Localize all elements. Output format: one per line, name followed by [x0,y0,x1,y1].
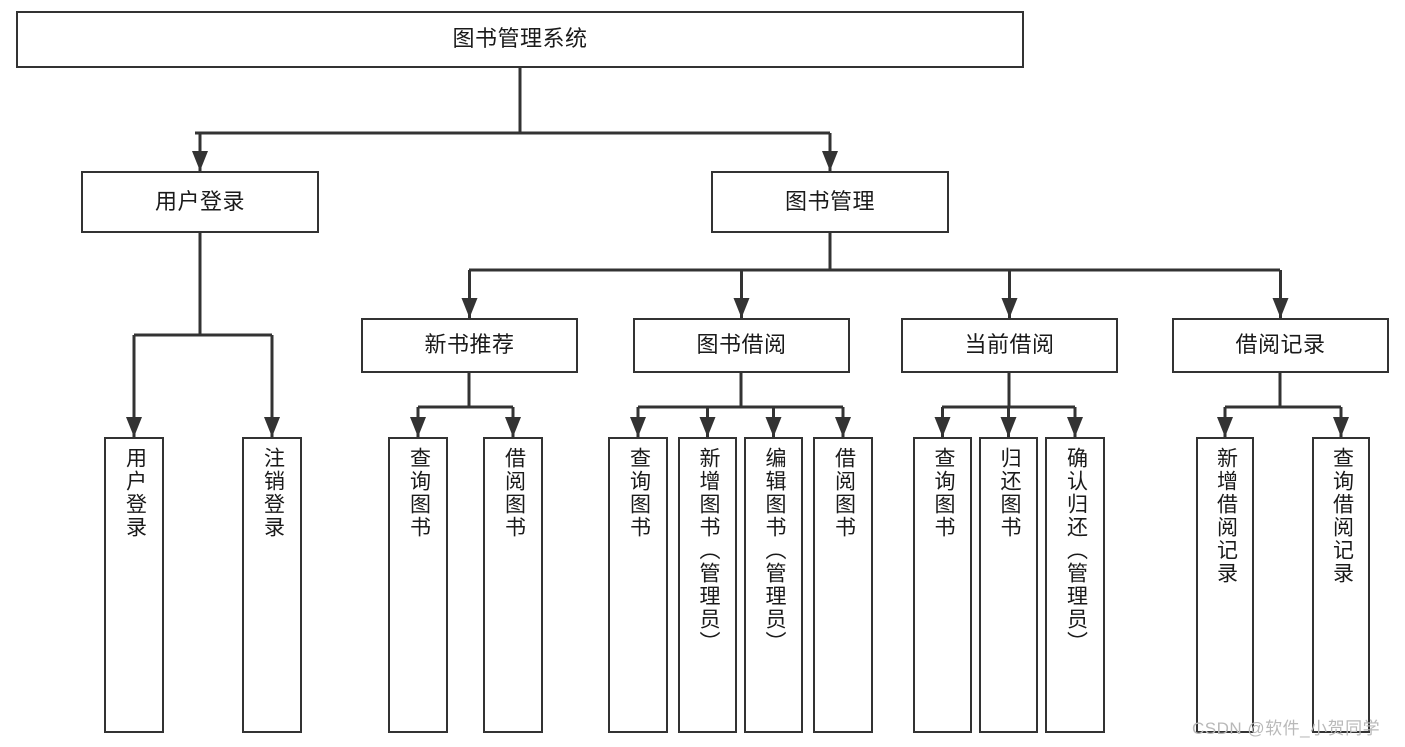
arrowhead-icon [410,417,426,437]
leaf-leaf-confirm-return: 确认归还（管理员） [1045,437,1105,733]
leaf-leaf-query-borrow-record: 查询借阅记录 [1312,437,1370,733]
arrowhead-icon [505,417,521,437]
node-label: 查询借阅记录 [1330,447,1354,585]
leaf-leaf-add-borrow-record: 新增借阅记录 [1196,437,1254,733]
arrowhead-icon [1217,417,1233,437]
node-current-borrow: 当前借阅 [901,318,1118,373]
node-borrow-record: 借阅记录 [1172,318,1389,373]
leaf-leaf-user-login: 用户登录 [104,437,164,733]
node-label: 查询图书 [407,447,431,539]
node-label: 图书借阅 [696,332,787,358]
node-label: 借阅图书 [502,447,526,539]
node-book-manage: 图书管理 [711,171,949,233]
arrowhead-icon [264,417,280,437]
arrowhead-icon [733,298,750,318]
node-label: 图书管理系统 [452,26,588,52]
node-label: 查询图书 [627,447,651,539]
arrowhead-icon [630,417,646,437]
node-label: 图书管理 [784,188,875,214]
node-label: 归还图书 [997,447,1021,539]
leaf-leaf-logout-login: 注销登录 [242,437,302,733]
node-user-login: 用户登录 [81,171,319,233]
arrowhead-icon [1000,417,1017,437]
leaf-leaf-edit-book: 编辑图书（管理员） [744,437,803,733]
leaf-leaf-add-book: 新增图书（管理员） [678,437,737,733]
leaf-leaf-return-book: 归还图书 [979,437,1038,733]
node-book-borrow: 图书借阅 [633,318,850,373]
leaf-leaf-borrow-book-rec: 借阅图书 [483,437,543,733]
arrowhead-icon [822,151,838,171]
leaf-leaf-query-book-bor: 查询图书 [608,437,668,733]
arrowhead-icon [461,298,478,318]
node-label: 借阅图书 [832,447,856,539]
node-label: 新书推荐 [424,332,515,358]
node-label: 注销登录 [261,447,285,539]
leaf-leaf-query-book-rec: 查询图书 [388,437,448,733]
node-label: 借阅记录 [1235,332,1326,358]
leaf-leaf-query-book-cur: 查询图书 [913,437,972,733]
node-label: 用户登录 [123,447,147,539]
node-label: 当前借阅 [964,332,1055,358]
node-label: 查询图书 [931,447,955,539]
arrowhead-icon [765,417,782,437]
leaf-leaf-borrow-book-bor: 借阅图书 [813,437,873,733]
arrowhead-icon [934,417,951,437]
node-label: 确认归还（管理员） [1064,447,1088,654]
node-label: 新增借阅记录 [1214,447,1238,585]
arrowhead-icon [192,151,208,171]
csdn-watermark: CSDN @软件_小贺同学 [1192,719,1381,738]
arrowhead-icon [699,417,716,437]
node-label: 新增图书（管理员） [696,447,720,654]
arrowhead-icon [1333,417,1349,437]
node-label: 用户登录 [154,188,245,214]
node-root: 图书管理系统 [16,11,1024,68]
arrowhead-icon [1001,298,1018,318]
node-new-book-recommend: 新书推荐 [361,318,578,373]
arrowhead-icon [126,417,142,437]
arrowhead-icon [1272,298,1289,318]
arrowhead-icon [835,417,851,437]
arrowhead-icon [1067,417,1083,437]
node-label: 编辑图书（管理员） [762,447,786,654]
